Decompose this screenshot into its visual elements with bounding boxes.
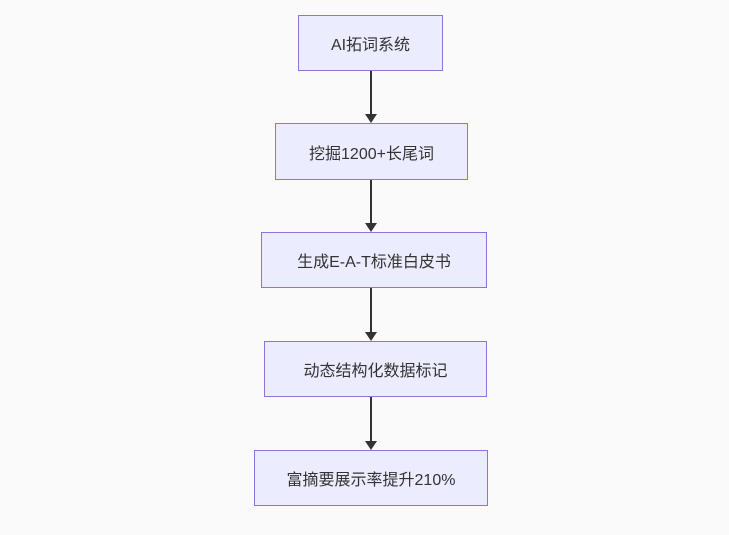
flow-node-label: 动态结构化数据标记 bbox=[303, 363, 448, 380]
flow-node-label: 挖掘1200+长尾词 bbox=[309, 145, 434, 163]
arrow-down-icon bbox=[365, 114, 377, 123]
flow-node-label: AI拓词系统 bbox=[330, 37, 411, 54]
flow-node-label: 富摘要展示率提升210% bbox=[286, 472, 456, 489]
arrow-down-icon bbox=[365, 332, 377, 341]
flow-edge-connector bbox=[370, 397, 372, 441]
flow-node-longtail-mining: 挖掘1200+长尾词 bbox=[275, 123, 468, 180]
arrow-down-icon bbox=[365, 441, 377, 450]
flow-node-structured-data-markup: 动态结构化数据标记 bbox=[264, 341, 487, 397]
flow-node-ai-keyword-system: AI拓词系统 bbox=[298, 15, 443, 71]
flow-edge-connector bbox=[370, 288, 372, 332]
arrow-down-icon bbox=[365, 223, 377, 232]
flow-edge-connector bbox=[370, 71, 372, 114]
flow-node-label: 生成E-A-T标准白皮书 bbox=[297, 254, 451, 271]
flow-node-eat-whitepaper: 生成E-A-T标准白皮书 bbox=[261, 232, 487, 288]
flow-edge-connector bbox=[370, 180, 372, 223]
flow-node-rich-snippet-result: 富摘要展示率提升210% bbox=[254, 450, 488, 506]
